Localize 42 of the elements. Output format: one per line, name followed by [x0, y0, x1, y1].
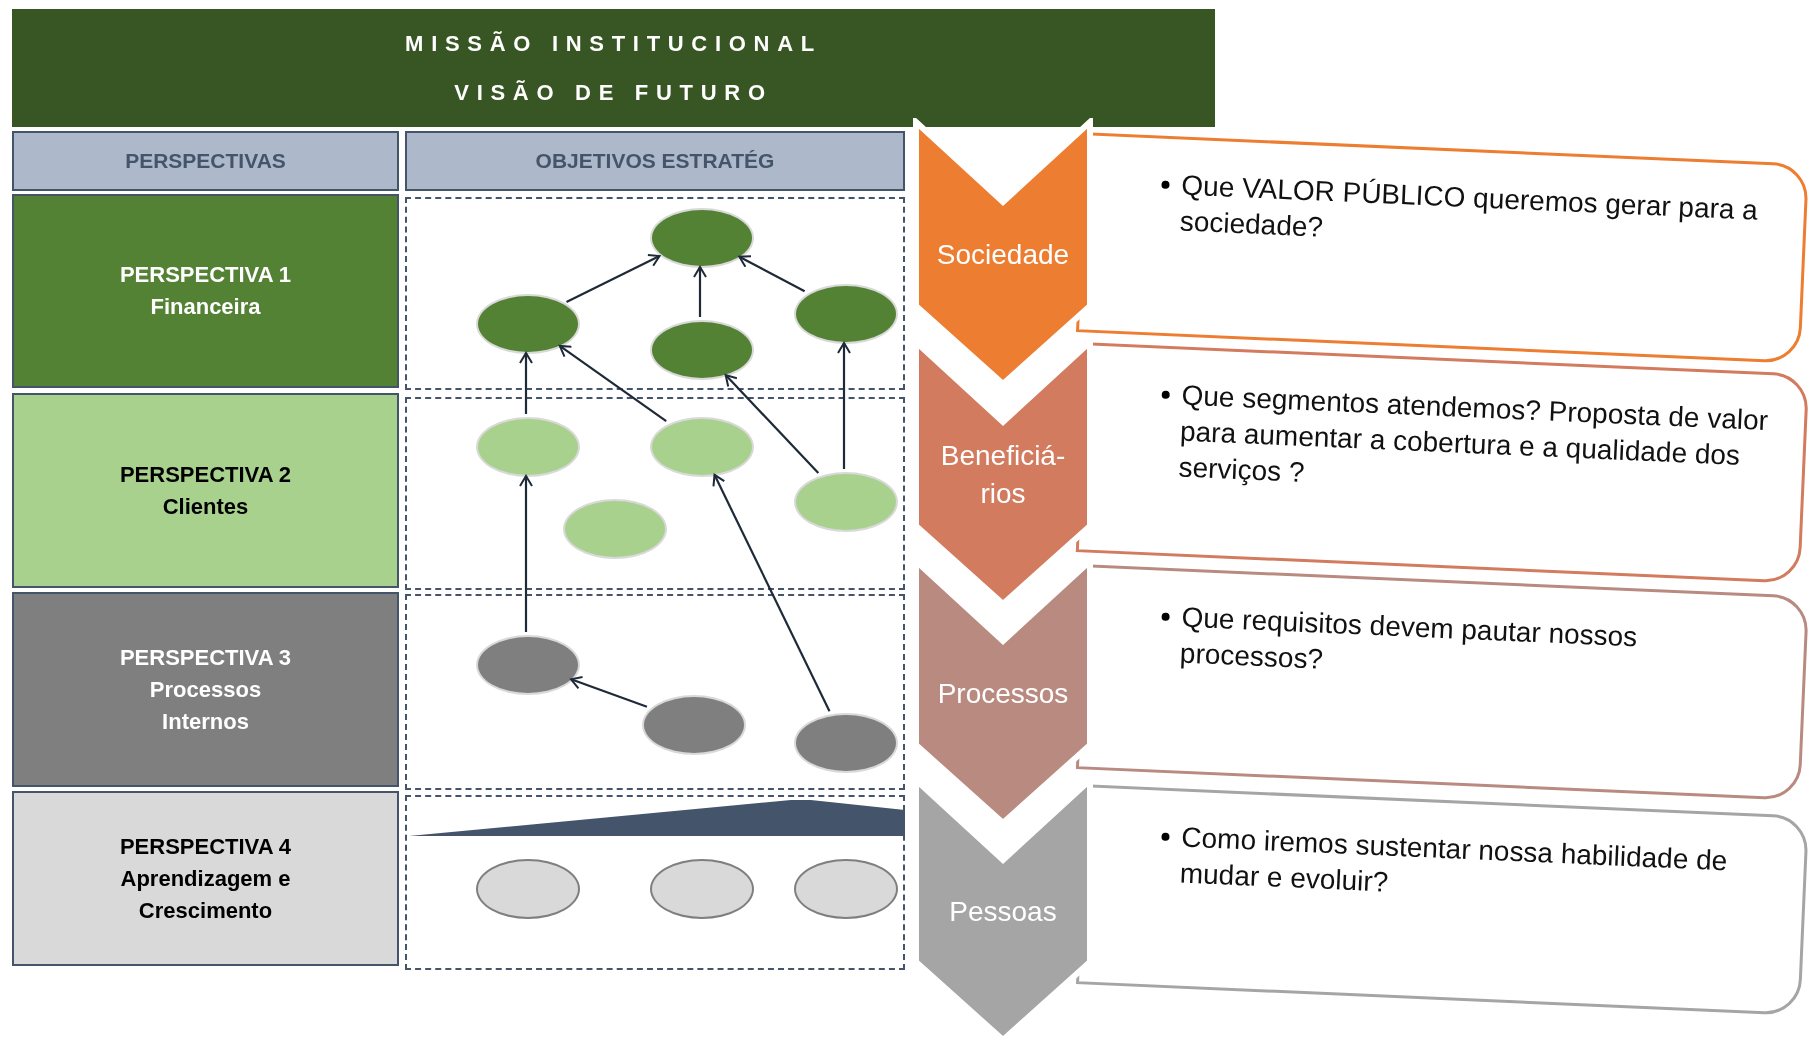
perspective-title: PERSPECTIVA 2 [118, 460, 293, 489]
arrow [566, 254, 661, 303]
perspective-title: PERSPECTIVA 1 [118, 261, 293, 289]
chevron-label: Beneficiá- rios [939, 439, 1067, 511]
arrow [712, 473, 831, 712]
perspective-name: Aprendizagem e Crescimento [119, 864, 292, 925]
arrow [519, 475, 533, 632]
chevron-label: Pessoas [948, 895, 1058, 929]
chevron-label: Processos [936, 677, 1070, 711]
perspective-name: Clientes [161, 492, 250, 521]
column-header: PERSPECTIVAS [125, 148, 286, 175]
dashed-region [405, 397, 905, 590]
header-bar [12, 131, 399, 191]
perspective-box [12, 393, 399, 588]
header-bar [405, 131, 905, 191]
arrow [724, 374, 820, 474]
question-text: Como iremos sustentar nossa habilidade de mudar e evoluir? [1179, 820, 1729, 900]
perspective-box [12, 592, 399, 787]
arrow [570, 676, 648, 708]
chevron-label: Sociedade [935, 238, 1071, 272]
objective-ellipse [650, 208, 754, 268]
mission-title: VISÃO DE FUTURO [454, 79, 773, 107]
perspective-name: Financeira [149, 293, 262, 321]
question-text: Que segmentos atendemos? Proposta de valor para aumentar a cobertura e a qualidade dos serviços ? [1177, 378, 1770, 490]
dashed-region [405, 795, 905, 970]
arrow [693, 266, 707, 317]
question-text: Que VALOR PÚBLICO queremos gerar para a sociedade? [1179, 168, 1760, 245]
dashed-region [405, 197, 905, 390]
perspective-box [12, 194, 399, 388]
mission-title: MISSÃO INSTITUCIONAL [405, 30, 822, 58]
perspective-name: Processos Internos [148, 675, 263, 736]
question-text: Que requisitos devem pautar nossos processos? [1179, 600, 1639, 677]
arrow [519, 352, 533, 414]
dashed-region [405, 594, 905, 790]
arrow [738, 255, 806, 293]
column-header: OBJETIVOS ESTRATÉG [535, 148, 775, 175]
arrow [558, 344, 667, 422]
perspective-title: PERSPECTIVA 4 [118, 832, 293, 861]
header-band [12, 9, 1215, 127]
arrow [837, 342, 851, 469]
perspective-box [12, 791, 399, 966]
perspective-title: PERSPECTIVA 3 [118, 643, 293, 672]
